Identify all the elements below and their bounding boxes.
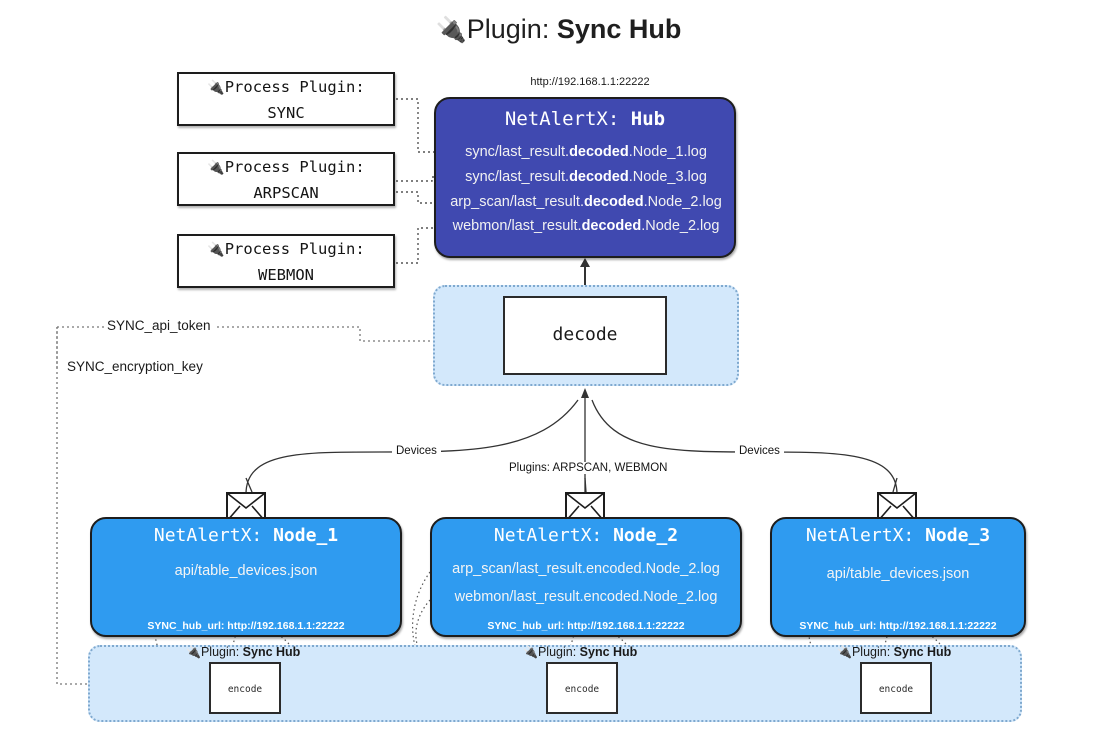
hub-log-4-em: decoded (581, 218, 642, 234)
process-plugin-label-arpscan: Process Plugin: (224, 158, 365, 176)
node-2-line-1: arp_scan/last_result.encoded.Node_2.log (452, 561, 720, 577)
plug-icon: 🔌 (523, 645, 538, 659)
page-title: 🔌Plugin: Sync Hub (0, 14, 1117, 45)
token-label-encryption: SYNC_encryption_key (64, 359, 206, 374)
hub-log-line-3: arp_scan/last_result.decoded.Node_2.log (436, 194, 736, 210)
node-box-node-2[interactable] (430, 517, 742, 637)
hub-log-2-pre: sync/last_result. (465, 169, 570, 185)
hub-url-label: http://192.168.1.1:22222 (530, 76, 650, 88)
process-plugin-text-webmon: 🔌Process Plugin: WEBMON (177, 237, 395, 288)
process-plugin-name-arpscan: ARPSCAN (253, 184, 319, 202)
node-2-line-2: webmon/last_result.encoded.Node_2.log (454, 589, 718, 605)
process-plugin-name-sync: SYNC (267, 104, 305, 122)
node-1-line-1: api/table_devices.json (174, 563, 318, 579)
encode-caption-2-prefix: Plugin: (537, 645, 580, 659)
node-2-hub-url: SYNC_hub_url: http://192.168.1.1:22222 (430, 620, 742, 632)
plug-icon: 🔌 (207, 242, 225, 258)
node-title-node-1: NetAlertX: Node_1 (90, 525, 402, 546)
encode-caption-1-prefix: Plugin: (200, 645, 243, 659)
encode-label-3: encode (878, 684, 914, 695)
process-plugin-name-webmon: WEBMON (258, 266, 314, 284)
plug-icon: 🔌 (837, 645, 852, 659)
encode-label-1: encode (227, 684, 263, 695)
node-1-title-prefix: NetAlertX: (153, 525, 274, 546)
envelope-icon[interactable] (877, 492, 917, 522)
hub-log-1-em: decoded (569, 144, 629, 160)
process-plugin-text-sync: 🔌Process Plugin: SYNC (177, 75, 395, 126)
encode-caption-3: 🔌Plugin: Sync Hub (837, 645, 951, 659)
node-2-title-prefix: NetAlertX: (493, 525, 614, 546)
envelope-icon[interactable] (226, 492, 266, 522)
node-3-hub-url-value: http://192.168.1.1:22222 (879, 620, 997, 632)
plug-icon: 🔌 (186, 645, 201, 659)
plug-icon: 🔌 (207, 80, 225, 96)
node-2-hub-url-value: http://192.168.1.1:22222 (567, 620, 685, 632)
encode-caption-2: 🔌Plugin: Sync Hub (523, 645, 637, 659)
hub-log-2-em: decoded (569, 169, 629, 185)
process-plugin-label-sync: Process Plugin: (224, 78, 365, 96)
decode-label: decode (552, 324, 618, 345)
hub-box[interactable] (434, 97, 736, 258)
node-1-title-name: Node_1 (273, 525, 339, 546)
decode-box[interactable] (503, 296, 667, 375)
hub-log-1-pre: sync/last_result. (465, 144, 570, 160)
encode-caption-3-name: Sync Hub (893, 645, 952, 659)
node-2-hub-url-key: SYNC_hub_url: (487, 620, 568, 632)
hub-log-2-post: .Node_3.log (628, 169, 707, 185)
encode-caption-1: 🔌Plugin: Sync Hub (186, 645, 300, 659)
encode-label-2: encode (564, 684, 600, 695)
process-plugin-box-arpscan[interactable] (177, 152, 395, 206)
node-3-hub-url: SYNC_hub_url: http://192.168.1.1:22222 (770, 620, 1026, 632)
node-title-node-3: NetAlertX: Node_3 (770, 525, 1026, 546)
encode-box-1[interactable] (209, 662, 281, 714)
hub-log-4-post: .Node_2.log (641, 218, 720, 234)
node-3-line-1: api/table_devices.json (826, 566, 970, 582)
node-title-node-2: NetAlertX: Node_2 (430, 525, 742, 546)
hub-log-4-pre: webmon/last_result. (452, 218, 582, 234)
process-plugin-box-webmon[interactable] (177, 234, 395, 288)
hub-log-1-post: .Node_1.log (628, 144, 707, 160)
node-1-hub-url-value: http://192.168.1.1:22222 (227, 620, 345, 632)
hub-title-name: Hub (630, 108, 666, 130)
hub-log-line-1: sync/last_result.decoded.Node_1.log (436, 144, 736, 160)
hub-log-line-4: webmon/last_result.decoded.Node_2.log (436, 218, 736, 234)
encode-caption-3-prefix: Plugin: (851, 645, 894, 659)
edge-label-devices-left: Devices (392, 445, 441, 457)
plug-icon: 🔌 (435, 16, 467, 44)
encode-caption-2-name: Sync Hub (579, 645, 638, 659)
plug-icon: 🔌 (207, 160, 225, 176)
process-plugin-box-sync[interactable] (177, 72, 395, 126)
hub-log-3-pre: arp_scan/last_result. (450, 194, 584, 210)
process-plugin-text-arpscan: 🔌Process Plugin: ARPSCAN (177, 155, 395, 206)
node-box-node-3[interactable] (770, 517, 1026, 637)
page-title-name: Sync Hub (556, 14, 682, 44)
node-2-title-name: Node_2 (613, 525, 679, 546)
encode-box-2[interactable] (546, 662, 618, 714)
hub-log-3-em: decoded (583, 194, 644, 210)
page-title-prefix: Plugin: (466, 14, 557, 44)
hub-log-line-2: sync/last_result.decoded.Node_3.log (436, 169, 736, 185)
node-3-title-prefix: NetAlertX: (805, 525, 926, 546)
node-3-hub-url-key: SYNC_hub_url: (799, 620, 880, 632)
node-box-node-1[interactable] (90, 517, 402, 637)
encode-box-3[interactable] (860, 662, 932, 714)
hub-title-prefix: NetAlertX: (504, 108, 631, 130)
node-1-hub-url: SYNC_hub_url: http://192.168.1.1:22222 (90, 620, 402, 632)
process-plugin-label-webmon: Process Plugin: (224, 240, 365, 258)
hub-log-3-post: .Node_2.log (643, 194, 722, 210)
hub-title: NetAlertX: Hub (434, 108, 736, 130)
node-1-hub-url-key: SYNC_hub_url: (147, 620, 228, 632)
edge-label-devices-right: Devices (735, 445, 784, 457)
encode-caption-1-name: Sync Hub (242, 645, 301, 659)
node-3-title-name: Node_3 (925, 525, 991, 546)
edge-label-plugins-center: Plugins: ARPSCAN, WEBMON (505, 462, 672, 474)
token-label-api: SYNC_api_token (104, 318, 214, 333)
